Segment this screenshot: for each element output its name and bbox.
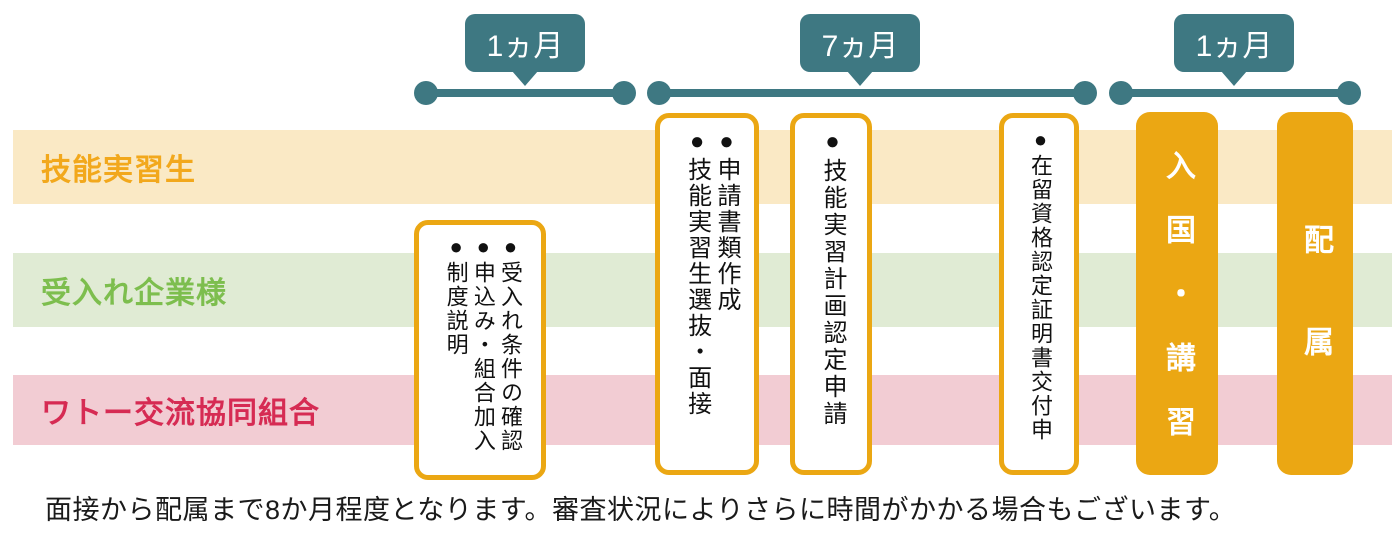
- row-label-cooperative: ワトー交流協同組合: [41, 397, 320, 430]
- step-item: ●受入れ条件の確認: [498, 234, 523, 453]
- row-label-company: 受入れ企業様: [41, 277, 227, 310]
- timeline-segment-2: [647, 81, 1097, 105]
- row-label-trainee: 技能実習生: [41, 154, 196, 187]
- timeline-segment-1: [414, 81, 636, 105]
- duration-bubble-1: 1ヵ月: [465, 14, 585, 86]
- bubble-tail-icon: [847, 71, 873, 86]
- duration-bubble-3: 1ヵ月: [1174, 14, 1294, 86]
- duration-label-1: 1ヵ月: [486, 30, 564, 63]
- milestone-entry-training: 入国・講習: [1136, 112, 1218, 475]
- step-item: ●制度説明: [443, 234, 469, 357]
- step-box-training-plan: ●技能実習計画認定申請: [790, 113, 872, 475]
- step-box-application-selection: ●申請書類作成 ●技能実習生選抜・面接: [655, 113, 759, 475]
- duration-bubble-2: 7ヵ月: [800, 14, 920, 86]
- milestone-label: 配属: [1299, 224, 1332, 428]
- step-box-intro: ●受入れ条件の確認 ●申込み・組合加入 ●制度説明: [414, 220, 546, 480]
- duration-label-2: 7ヵ月: [821, 30, 899, 63]
- step-box-certificate-application: ●在留資格認定証明書交付申請: [999, 113, 1079, 475]
- step-item: ●在留資格認定証明書交付申請: [1028, 127, 1053, 442]
- step-item: ●申込み・組合加入: [470, 234, 496, 453]
- bubble-tail-icon: [512, 71, 538, 86]
- footer-note: 面接から配属まで8か月程度となります。審査状況によりさらに時間がかかる場合もござ…: [45, 495, 1237, 525]
- bubble-tail-icon: [1221, 71, 1247, 86]
- step-item: ●技能実習計画認定申請: [819, 128, 846, 428]
- timeline-segment-3: [1109, 81, 1361, 105]
- milestone-label: 入国・講習: [1161, 150, 1194, 470]
- milestone-assignment: 配属: [1277, 112, 1353, 475]
- duration-label-3: 1ヵ月: [1195, 30, 1273, 63]
- step-item: ●技能実習生選抜・面接: [683, 128, 711, 417]
- step-item: ●申請書類作成: [713, 128, 740, 313]
